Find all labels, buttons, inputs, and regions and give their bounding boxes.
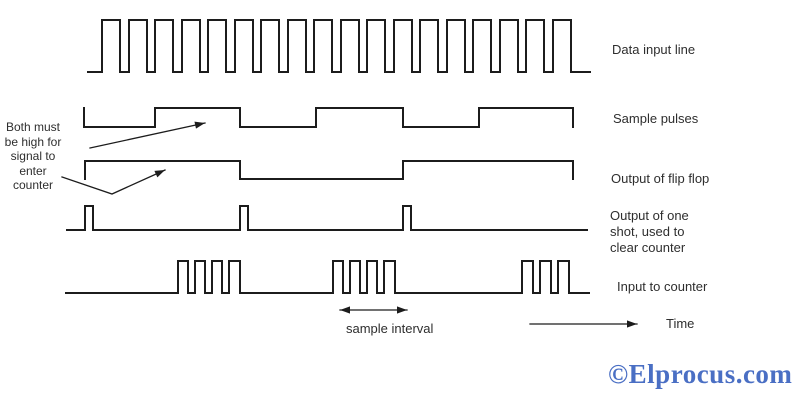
- waveform-data-input-line: [87, 19, 591, 73]
- annotation-arrow-to-sample-pulses: [89, 122, 206, 149]
- label-sample-interval: sample interval: [346, 321, 434, 336]
- waveform-one-shot-output: [66, 205, 588, 231]
- label-input-to-counter: Input to counter: [617, 279, 708, 294]
- sample-interval-arrow-head-icon: [340, 306, 350, 314]
- annotation-arrow-to-sample-pulses-head-icon: [194, 121, 205, 129]
- waveform-sample-pulses: [83, 107, 574, 128]
- label-one-shot-output: Output of one shot, used to clear counte…: [610, 208, 689, 255]
- annotation-both-must-be-high: Both must be high for signal to enter co…: [4, 120, 62, 192]
- label-sample-pulses: Sample pulses: [613, 111, 699, 126]
- waveform-counter-input: [65, 260, 590, 294]
- sample-interval-arrow-head-icon: [397, 306, 407, 314]
- label-data-input-line: Data input line: [612, 42, 696, 57]
- time-arrow-head-icon: [627, 320, 637, 328]
- waveform-flip-flop-output: [84, 160, 574, 180]
- annotation-arrow-to-flip-flop-head-icon: [154, 170, 165, 178]
- label-flip-flop-output: Output of flip flop: [611, 171, 710, 186]
- watermark-elprocus: ©Elprocus.com: [608, 359, 793, 389]
- annotation-arrow-to-flip-flop: [61, 169, 166, 195]
- label-time-axis: Time: [666, 316, 695, 331]
